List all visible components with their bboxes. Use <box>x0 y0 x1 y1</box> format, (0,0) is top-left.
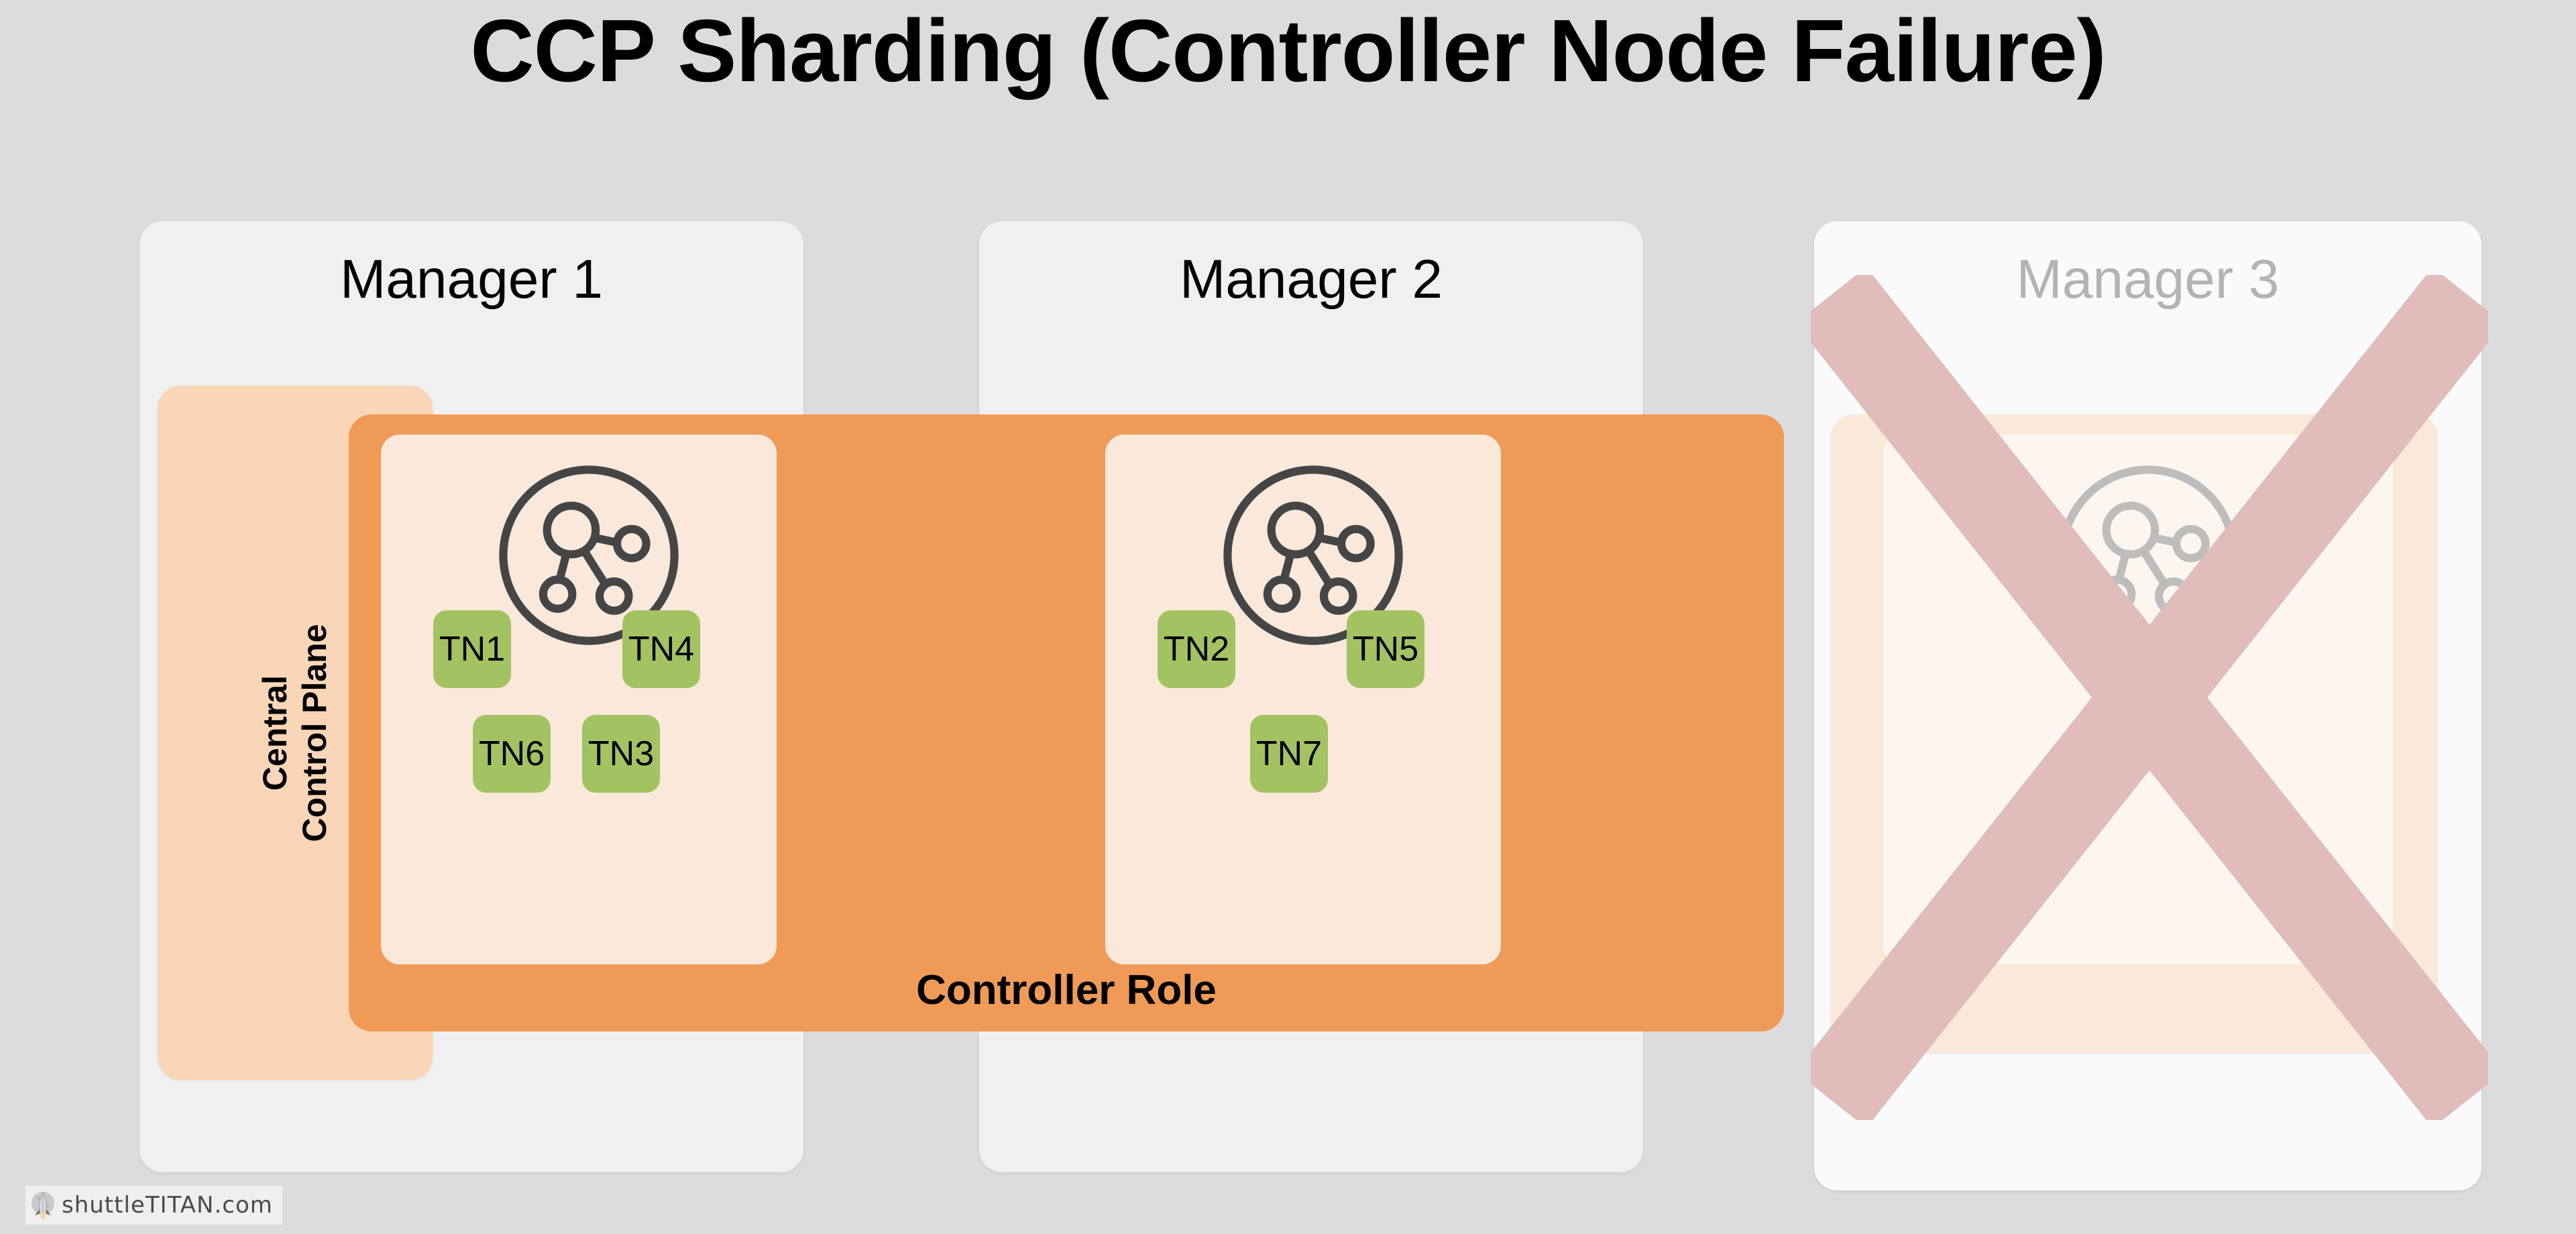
manager-2-title: Manager 2 <box>1179 249 1443 310</box>
transport-node-badge[interactable]: TN6 <box>473 715 551 793</box>
rocket-icon <box>32 1191 54 1219</box>
transport-node-badge[interactable]: TN5 <box>1347 610 1424 688</box>
manager-3-title: Manager 3 <box>2016 249 2280 310</box>
transport-node-badge[interactable]: TN3 <box>582 715 660 793</box>
manager-1-node-card[interactable]: TN1 TN4 TN6 TN3 <box>381 435 777 964</box>
network-topology-icon <box>2058 465 2238 645</box>
watermark: shuttleTITAN.com <box>25 1186 282 1225</box>
controller-role-label: Controller Role <box>916 967 1217 1013</box>
page-title: CCP Sharding (Controller Node Failure) <box>470 1 2106 100</box>
transport-node-badge[interactable]: TN1 <box>433 610 511 688</box>
transport-node-badge[interactable]: TN4 <box>622 610 700 688</box>
manager-1-title: Manager 1 <box>339 249 604 310</box>
ccp-label-line1: Central <box>256 675 294 791</box>
transport-node-badge[interactable]: TN7 <box>1250 715 1328 793</box>
transport-node-badge[interactable]: TN2 <box>1158 610 1235 688</box>
watermark-text: shuttleTITAN.com <box>62 1192 273 1219</box>
manager-2-node-card[interactable]: TN2 TN5 TN7 <box>1105 435 1501 964</box>
network-topology-icon <box>499 465 679 645</box>
manager-3-node-card <box>1883 435 2393 964</box>
ccp-label-line2: Control Plane <box>296 623 333 842</box>
network-topology-icon <box>1223 465 1403 645</box>
central-control-plane-label: Central Control Plane <box>256 624 335 842</box>
